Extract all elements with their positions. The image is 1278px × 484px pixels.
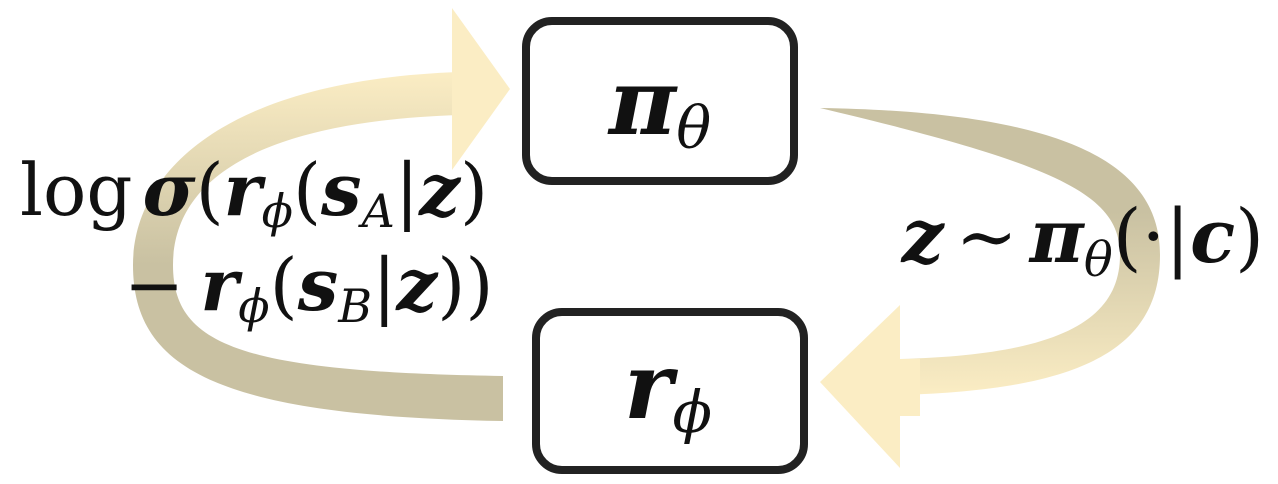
objective-log: log <box>20 148 132 232</box>
objective-s-1: s <box>320 147 362 232</box>
objective-bar-2: | <box>372 243 396 327</box>
objective-r-subscript-2: ϕ <box>238 279 269 333</box>
sample-open-paren: ( <box>1113 194 1142 280</box>
objective-r-1: r <box>224 147 267 232</box>
objective-open-2: ( <box>293 148 321 232</box>
right-cycle-arrow <box>820 63 1160 468</box>
objective-bar-1: | <box>395 148 419 232</box>
objective-minus: − <box>124 243 184 327</box>
sample-close-paren: ) <box>1235 194 1264 280</box>
policy-node-box <box>522 17 798 185</box>
policy-symbol: π <box>607 48 678 156</box>
sample-c: c <box>1190 194 1235 280</box>
sample-pi: π <box>1028 194 1086 280</box>
reward-symbol: r <box>624 332 679 440</box>
objective-open-3: ( <box>270 243 298 327</box>
sample-z: z <box>900 194 946 280</box>
objective-r-2: r <box>200 242 243 327</box>
policy-node: πθ <box>522 17 798 185</box>
reward-node-box <box>532 308 808 474</box>
sample-label: z∼πθ(·|c) <box>900 194 1264 288</box>
reward-node: rϕ <box>532 308 808 474</box>
left-cycle-arrow <box>133 8 510 421</box>
objective-z-2: z <box>394 242 439 327</box>
objective-sigma: σ <box>142 147 196 232</box>
sample-pi-subscript: θ <box>1084 232 1113 288</box>
sample-sim: ∼ <box>956 194 1018 280</box>
objective-r-subscript-1: ϕ <box>262 184 293 238</box>
svg-text:πθ: πθ <box>607 48 711 162</box>
objective-open-1: ( <box>196 148 224 232</box>
objective-close-2: )) <box>437 243 493 327</box>
objective-s-subscript-2: B <box>337 279 372 333</box>
svg-text:rϕ: rϕ <box>624 332 712 446</box>
objective-s-subscript-1: A <box>358 184 395 238</box>
policy-subscript: θ <box>676 94 711 162</box>
objective-line-2: −rϕ(sB|z)) <box>124 242 493 333</box>
sample-bar: | <box>1165 194 1190 280</box>
objective-close-1: ) <box>460 148 488 232</box>
reward-subscript: ϕ <box>672 378 712 446</box>
objective-z-1: z <box>417 147 462 232</box>
sample-dot: · <box>1142 194 1166 280</box>
objective-s-2: s <box>297 242 339 327</box>
